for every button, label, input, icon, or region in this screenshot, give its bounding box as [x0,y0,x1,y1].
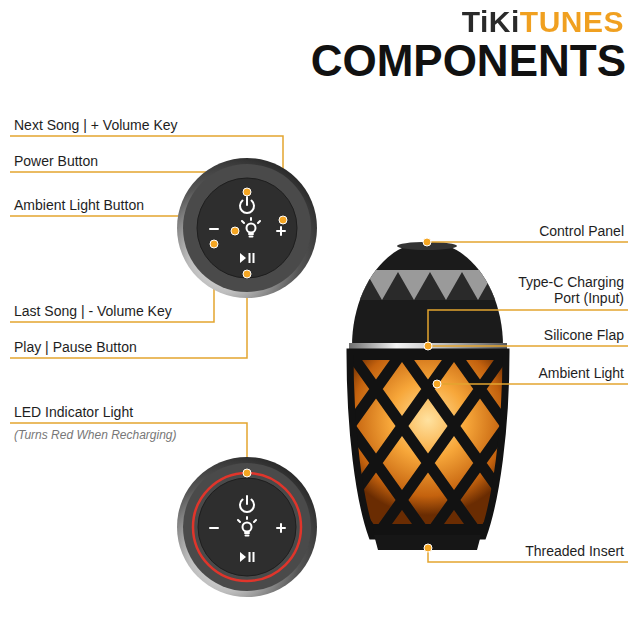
pause-icon [250,253,254,263]
diagram-title: COMPONENTS [311,38,626,84]
bulb-icon [243,523,252,532]
control-panel-top [177,158,317,298]
speaker-lantern [340,242,520,550]
part-label: Play | Pause Button [14,339,137,355]
plus-icon [277,227,285,235]
part-label: Next Song | + Volume Key [14,117,178,133]
callout-dot [243,270,251,278]
led-ring [193,473,301,581]
part-label: Power Button [14,153,98,169]
callout-dot [424,544,432,552]
minus-icon [210,527,218,529]
callout-dot [424,342,432,350]
button-icons [210,197,285,237]
panel-inner [198,478,296,576]
bulb-rays [238,517,256,536]
callout-dot [210,240,218,248]
leader-line [10,423,247,473]
lattice-body [340,350,520,540]
callout-dot [243,469,251,477]
play-icon [240,253,246,263]
lattice-bars [340,350,520,540]
callout-dot [279,216,287,224]
part-label: Control Panel [539,223,624,239]
play-icon [240,552,246,562]
flame-glow [340,350,520,540]
panel-face [183,463,311,591]
part-label: Type-C Charging Port (Input) [499,274,624,306]
note-text: (Turns Red When Recharging) [14,428,177,442]
grille-teeth [350,272,510,300]
leader-line [428,310,628,346]
button-icons [210,496,285,536]
part-label: Ambient Light [538,365,624,381]
callout-dot [231,227,239,235]
part-label: Threaded Insert [525,543,624,559]
callout-dot [433,380,441,388]
panel-ring [177,158,317,298]
power-icon [240,500,254,512]
part-label: Last Song | - Volume Key [14,303,172,319]
speaker-grille [350,270,510,300]
part-label: Silicone Flap [544,327,624,343]
panel-ring [177,457,317,597]
bulb-icon [247,224,256,233]
leader-line [427,241,628,243]
bulb-rays [242,218,260,237]
power-icon [246,197,248,205]
control-panel-charging [177,457,317,597]
part-label: LED Indicator Light [14,404,133,420]
leader-line [437,383,628,385]
leader-line [428,345,628,347]
lattice-frame [350,352,506,536]
panel-face [183,164,311,292]
power-icon [240,201,254,213]
callout-dots [210,188,441,552]
pause-icon [250,552,254,562]
minus-icon [210,228,218,230]
panel-inner [197,178,297,278]
plus-icon [277,524,285,532]
part-label: Ambient Light Button [14,197,144,213]
brand-logo: TiKiTUNES [462,6,624,38]
callout-dot [243,188,251,196]
callout-dot [423,238,431,246]
power-icon [246,496,248,504]
leader-lines-right [427,242,628,562]
